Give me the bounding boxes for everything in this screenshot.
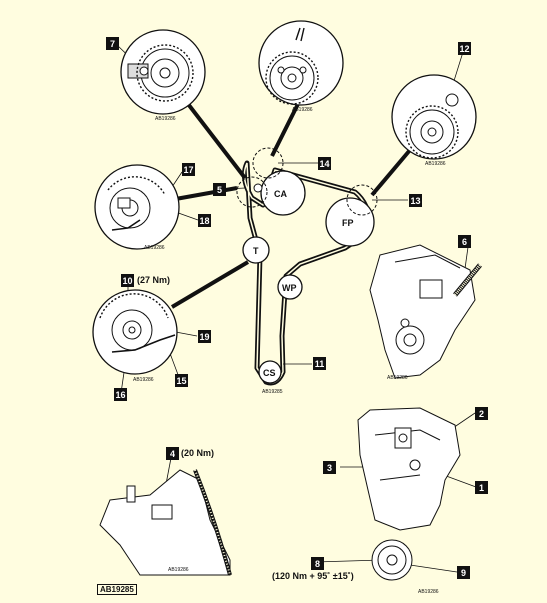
torque-note-10: (27 Nm): [137, 275, 171, 285]
figure-ref-tensioner-detail: AB19286: [144, 245, 165, 251]
callout-2: 2: [475, 407, 488, 420]
figure-ref-main: AB19285: [262, 389, 283, 395]
figure-ref-pump-detail: AB19286: [387, 375, 408, 381]
tensioner-pulley-label: T: [253, 246, 259, 256]
callout-16: 16: [114, 388, 127, 401]
camshaft-pulley-label: CA: [274, 189, 287, 199]
water-pump-pulley: [277, 274, 303, 300]
tensioner-adjust-detail-view: [92, 289, 178, 375]
camshaft-pulley: [253, 170, 306, 216]
crankshaft-pulley: [258, 360, 282, 384]
callout-13: 13: [409, 194, 422, 207]
figure-ref-fp-detail: AB19286: [425, 161, 446, 167]
callout-3: 3: [323, 461, 336, 474]
callout-11: 11: [313, 357, 326, 370]
figure-ref-cam-detail: AB19286: [155, 116, 176, 122]
camshaft-detail-view: [120, 29, 206, 115]
callout-19: 19: [198, 330, 211, 343]
callout-17: 17: [182, 163, 195, 176]
callout-5: 5: [213, 183, 226, 196]
timing-cover-detail: [357, 407, 461, 531]
callout-15: 15: [175, 374, 188, 387]
water-pump-pulley-label: WP: [282, 283, 297, 293]
fuel-pump-pulley-label: FP: [342, 218, 354, 228]
callout-8: 8: [311, 557, 324, 570]
callout-7: 7: [106, 37, 119, 50]
callout-6: 6: [458, 235, 471, 248]
tensioner-lock-detail-view: [94, 164, 180, 250]
figure-ref-cover-detail: AB19286: [418, 589, 439, 595]
figure-ref-tensioner-detail2: AB19286: [133, 377, 154, 383]
camshaft-mark-detail-view: [258, 20, 344, 106]
figure-ref-top-detail: AB19286: [292, 107, 313, 113]
crankshaft-pulley-detail: [371, 539, 413, 581]
callout-14: 14: [318, 157, 331, 170]
callout-1: 1: [475, 481, 488, 494]
callout-4: 4: [166, 447, 179, 460]
tensioner-pulley: [242, 236, 270, 264]
callout-12: 12: [458, 42, 471, 55]
callout-10: 10: [121, 274, 134, 287]
water-pump-bolt-detail: [99, 469, 232, 576]
fuel-pump-mark-detail-view: [391, 74, 477, 160]
callout-18: 18: [198, 214, 211, 227]
torque-note-8: (120 Nm + 95˚ ±15˚): [272, 571, 354, 581]
callout-9: 9: [457, 566, 470, 579]
figure-ref-crank-detail: AB19286: [168, 567, 189, 573]
crankshaft-pulley-label: CS: [263, 368, 276, 378]
fuel-pump-locking-detail: [369, 244, 482, 379]
fuel-pump-pulley: [325, 197, 375, 247]
torque-note-4: (20 Nm): [181, 448, 215, 458]
figure-reference-box: AB19285: [97, 584, 137, 595]
